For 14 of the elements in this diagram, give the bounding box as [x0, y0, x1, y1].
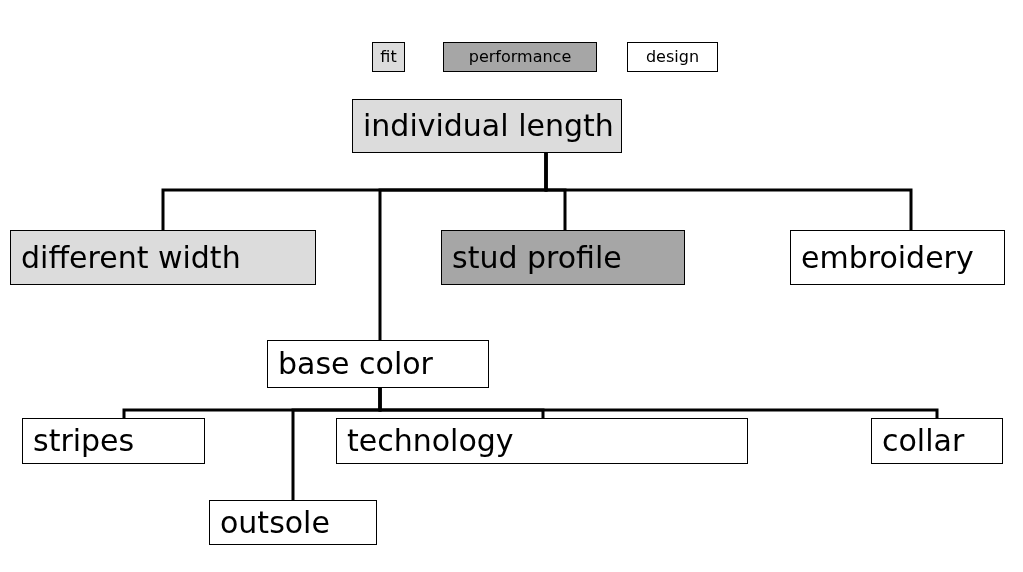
connector-line [544, 153, 913, 230]
node-box: outsole [209, 500, 377, 545]
node-box: embroidery [790, 230, 1005, 285]
node-box: collar [871, 418, 1003, 464]
legend-swatch: performance [443, 42, 597, 72]
legend-swatch: design [627, 42, 718, 72]
node-box: stud profile [441, 230, 685, 285]
node-box: stripes [22, 418, 205, 464]
legend-swatch: fit [372, 42, 405, 72]
node-box: base color [267, 340, 489, 388]
connector-line [378, 388, 939, 418]
node-box: different width [10, 230, 316, 285]
node-box: technology [336, 418, 748, 464]
node-box: individual length [352, 99, 622, 153]
